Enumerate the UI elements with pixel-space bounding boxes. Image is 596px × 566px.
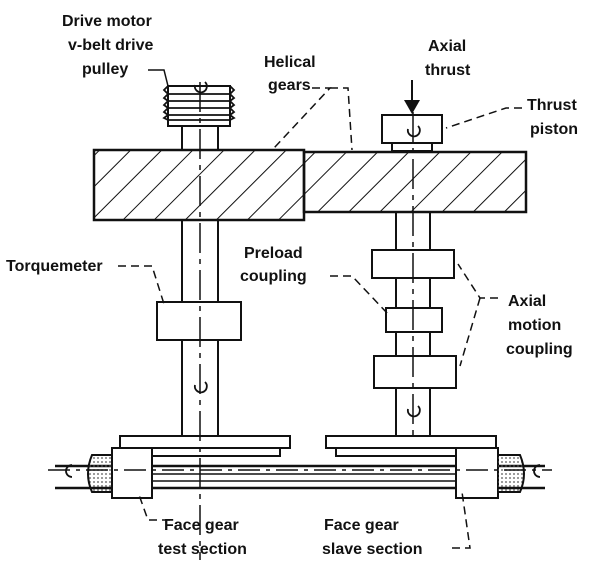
label-slave-section-1: Face gear xyxy=(324,517,399,534)
label-helical-2: gears xyxy=(268,77,311,94)
leader-helical-left xyxy=(273,87,332,149)
helical-gear-right xyxy=(302,150,528,214)
coupling-middle xyxy=(385,307,443,333)
left-shaft-stub xyxy=(87,454,112,493)
leader-preload xyxy=(330,275,389,315)
labels: Drive motor v-belt drive pulley Helical … xyxy=(6,13,578,558)
leader-axial-motion-lower xyxy=(459,297,481,367)
rotation-icon-left-shaft xyxy=(193,381,208,394)
helical-gears xyxy=(92,148,528,222)
label-slave-section-2: slave section xyxy=(322,541,423,558)
label-axial-motion-1: Axial xyxy=(508,293,546,310)
rotation-icon-right-end xyxy=(533,464,541,478)
left-shaft-assembly xyxy=(156,85,242,437)
right-shaft-stub xyxy=(498,454,525,493)
rotation-icon-thrust-piston xyxy=(406,125,421,138)
label-axial-thrust-1: Axial xyxy=(428,38,466,55)
leader-torquemeter xyxy=(118,265,165,305)
pulley-grooves xyxy=(162,85,236,121)
label-thrust-piston-1: Thrust xyxy=(527,97,577,114)
label-preload-2: coupling xyxy=(240,268,307,285)
leader-pulley xyxy=(148,69,169,87)
leader-test-section xyxy=(137,491,170,521)
test-face-gear-plate xyxy=(119,435,291,449)
leader-helical-right xyxy=(330,87,353,151)
coupling-lower xyxy=(373,355,457,389)
axial-thrust-arrow-icon xyxy=(404,80,420,114)
label-axial-thrust-2: thrust xyxy=(425,62,471,79)
rotation-indicators xyxy=(65,81,541,478)
test-face-gear-hub xyxy=(139,447,281,457)
rotation-icon-pulley xyxy=(193,81,208,94)
left-bearing-block xyxy=(111,447,153,499)
rotation-icon-right-shaft xyxy=(406,405,421,418)
slave-face-gear-plate xyxy=(325,435,497,449)
thrust-piston-block xyxy=(381,114,443,144)
base-assembly xyxy=(55,435,545,499)
label-test-section-2: test section xyxy=(158,541,247,558)
rotation-icon-left-end xyxy=(65,464,73,478)
label-helical-1: Helical xyxy=(264,54,316,71)
leader-thrust-piston xyxy=(445,107,522,129)
label-test-section-1: Face gear xyxy=(164,517,239,534)
label-preload-1: Preload xyxy=(244,245,303,262)
label-drive-motor-1: Drive motor xyxy=(62,13,152,30)
label-drive-motor-3: pulley xyxy=(82,61,128,78)
leader-axial-motion-upper xyxy=(457,263,498,299)
label-axial-motion-3: coupling xyxy=(506,341,573,358)
leader-slave-section xyxy=(452,491,471,549)
thrust-piston-base xyxy=(391,142,433,152)
label-torquemeter: Torquemeter xyxy=(6,258,103,275)
label-thrust-piston-2: piston xyxy=(530,121,578,138)
torquemeter-block xyxy=(156,301,242,341)
helical-gear-left xyxy=(92,148,306,222)
label-axial-motion-2: motion xyxy=(508,317,561,334)
leader-lines xyxy=(118,69,522,549)
label-drive-motor-2: v-belt drive xyxy=(68,37,153,54)
right-bearing-block xyxy=(455,447,499,499)
